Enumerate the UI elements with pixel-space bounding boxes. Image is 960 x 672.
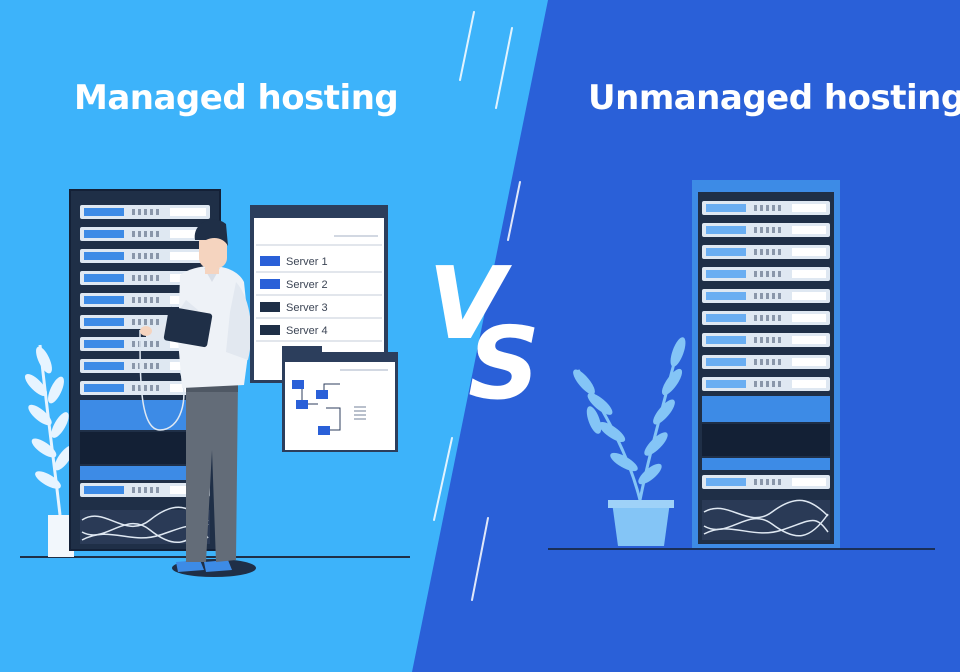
right-plant (573, 337, 686, 546)
server-label-4: Server 4 (286, 325, 328, 337)
decorative-lines (433, 11, 521, 601)
server-icon (260, 325, 280, 335)
server-icon (260, 279, 280, 289)
server-row-2: Server 2 (260, 279, 328, 291)
patch-cable (139, 329, 185, 431)
right-server-rack (692, 180, 840, 548)
network-diagram-window (282, 346, 398, 452)
vs-letter-s: S (468, 305, 540, 422)
server-label-2: Server 2 (286, 279, 328, 291)
server-label-3: Server 3 (286, 302, 328, 314)
technician-figure (140, 219, 256, 577)
right-rack-units (702, 201, 830, 391)
server-row-3: Server 3 (260, 302, 328, 314)
server-icon (260, 256, 280, 266)
managed-hosting-title: Managed hosting (74, 78, 399, 118)
vs-letter-v: V (428, 245, 512, 362)
server-icon (260, 302, 280, 312)
server-row-4: Server 4 (260, 325, 328, 337)
server-row-1: Server 1 (260, 256, 328, 268)
unmanaged-hosting-title: Unmanaged hosting (588, 78, 960, 118)
server-label-1: Server 1 (286, 256, 328, 268)
left-rack-units (80, 205, 210, 395)
